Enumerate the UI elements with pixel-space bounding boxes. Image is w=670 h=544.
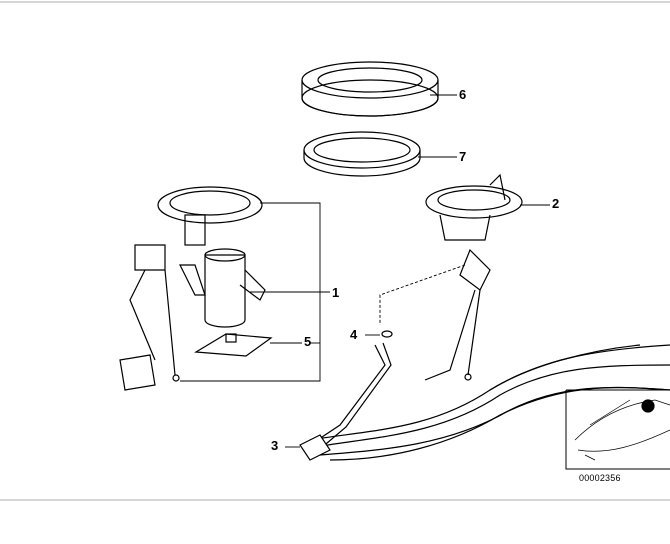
bottom-divider	[0, 499, 670, 501]
callout-3: 3	[271, 438, 279, 453]
part-1-fuel-pump	[119, 186, 266, 391]
part-7-seal	[303, 131, 421, 177]
inset-caption: 00002356	[579, 473, 621, 483]
part-5-filter	[194, 333, 273, 357]
top-divider	[0, 1, 670, 3]
car-location-inset	[565, 389, 670, 470]
location-marker-icon	[641, 399, 655, 413]
callout-7: 7	[459, 149, 467, 164]
callout-6: 6	[459, 87, 467, 102]
part-6-locking-ring	[301, 61, 439, 117]
part-4-o-ring	[381, 330, 393, 338]
leader-lines	[180, 94, 550, 448]
callout-4: 4	[350, 327, 358, 342]
callout-5: 5	[304, 334, 312, 349]
callout-2: 2	[552, 196, 560, 211]
callout-1: 1	[332, 285, 340, 300]
part-3-fuel-lines	[299, 342, 670, 461]
part-2-suction-device	[424, 173, 523, 381]
